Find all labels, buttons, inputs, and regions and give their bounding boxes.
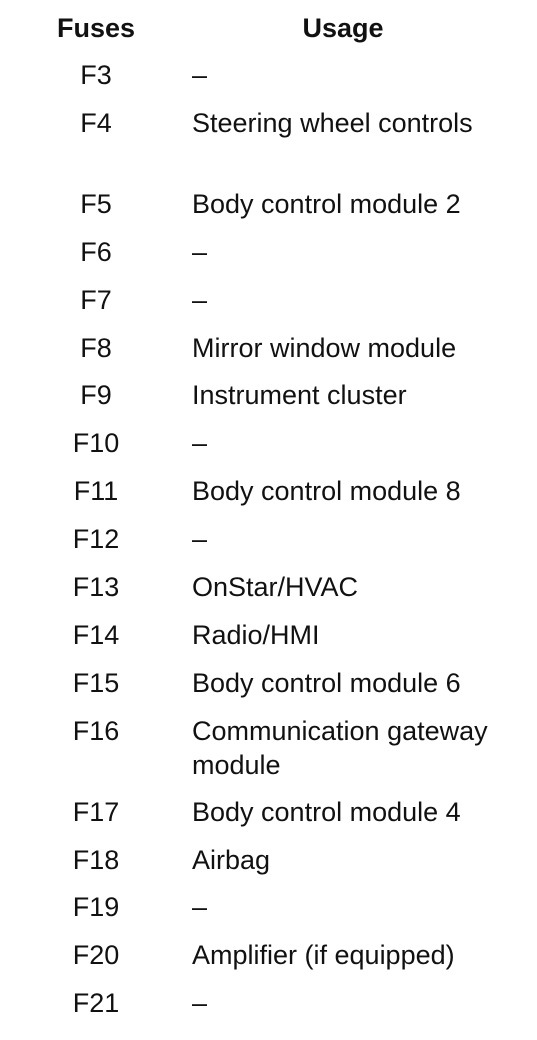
fuse-usage: Body control module 8 — [192, 476, 461, 507]
fuse-usage: – — [192, 892, 208, 923]
fuse-id: F11 — [73, 476, 119, 507]
table-row: F5 Body control module 2 — [0, 185, 537, 233]
table-row: F12 – — [0, 520, 537, 568]
fuse-id: F5 — [80, 188, 112, 219]
table-row: F17 Body control module 4 — [0, 793, 537, 841]
fuse-id: F20 — [72, 940, 120, 971]
fuse-id: F15 — [72, 667, 120, 698]
fuse-usage: Mirror window module — [192, 332, 457, 363]
table-row: F20 Amplifier (if equipped) — [0, 936, 537, 984]
table-row: F10 – — [0, 424, 537, 472]
fuse-id: F4 — [80, 107, 112, 138]
fuse-usage: Instrument cluster — [192, 380, 407, 411]
fuse-usage: Amplifier (if equipped) — [192, 940, 455, 971]
fuse-usage: – — [192, 428, 208, 459]
table-row: F11 Body control module 8 — [0, 472, 537, 520]
fuses-column-header: Fuses — [56, 13, 136, 43]
fuse-id: F8 — [80, 332, 112, 363]
fuse-usage: – — [192, 524, 208, 555]
table-row: F4 Steering wheel controls — [0, 104, 537, 185]
fuse-usage: Radio/HMI — [192, 619, 320, 650]
usage-column-header: Usage — [302, 13, 384, 43]
fuse-id: F16 — [72, 715, 120, 746]
table-row: F9 Instrument cluster — [0, 376, 537, 424]
table-row: F6 – — [0, 233, 537, 281]
fuse-usage: Steering wheel controls — [192, 107, 473, 138]
fuse-id: F18 — [72, 844, 120, 875]
fuse-usage: – — [192, 236, 208, 267]
fuse-id: F7 — [80, 284, 112, 315]
table-row: F18 Airbag — [0, 841, 537, 889]
table-row: F19 – — [0, 888, 537, 936]
fuse-usage: Body control module 2 — [192, 188, 461, 219]
fuse-id: F21 — [72, 988, 120, 1019]
table-row: F7 – — [0, 281, 537, 329]
fuse-usage: Communication gateway module — [192, 715, 488, 780]
table-header: Fuses Usage — [0, 8, 537, 48]
table-row: F15 Body control module 6 — [0, 664, 537, 712]
fuse-usage: OnStar/HVAC — [192, 572, 359, 603]
table-row: F13 OnStar/HVAC — [0, 568, 537, 616]
fuse-usage: – — [192, 60, 208, 90]
fuse-id: F19 — [72, 892, 120, 923]
fuse-id: F10 — [72, 428, 120, 459]
table-row: F21 – — [0, 984, 537, 1032]
fuse-id: F14 — [72, 619, 120, 650]
table-row: F16 Communication gateway module — [0, 712, 537, 793]
fuse-id: F6 — [80, 236, 112, 267]
fuse-id: F13 — [72, 572, 120, 603]
fuse-id: F9 — [80, 380, 112, 411]
fuse-id: F17 — [72, 796, 120, 827]
fuse-usage: – — [192, 284, 208, 315]
table-row: F14 Radio/HMI — [0, 616, 537, 664]
fuse-usage: Airbag — [192, 844, 271, 875]
table-row: F8 Mirror window module — [0, 329, 537, 377]
fuse-id: F12 — [72, 524, 120, 555]
fuse-usage: – — [192, 988, 208, 1019]
table-row: F3 – — [0, 56, 537, 104]
table-body: F3 – F4 Steering wheel controls F5 Body … — [0, 56, 537, 1032]
fuse-usage: Body control module 6 — [192, 667, 461, 698]
fuse-id: F3 — [80, 60, 112, 90]
fuse-usage: Body control module 4 — [192, 796, 461, 827]
